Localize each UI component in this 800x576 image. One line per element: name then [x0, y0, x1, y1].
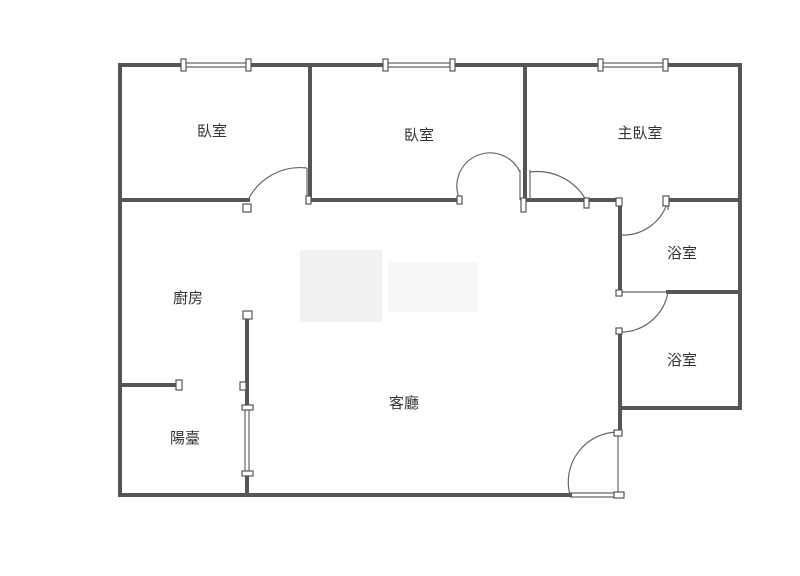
room-label-kitchen: 廚房 — [173, 289, 203, 307]
watermark-logo — [300, 250, 478, 322]
room-label-bedroom-middle: 臥室 — [404, 126, 434, 144]
room-label-living-room: 客廳 — [389, 394, 419, 412]
room-label-bathroom-upper: 浴室 — [667, 244, 697, 262]
doors — [175, 152, 670, 499]
interior-walls — [118, 63, 742, 497]
room-label-bathroom-lower: 浴室 — [667, 351, 697, 369]
exterior-walls — [118, 63, 742, 497]
room-label-bedroom-left: 臥室 — [197, 122, 227, 140]
windows — [180, 58, 669, 72]
room-label-master-bedroom: 主臥室 — [617, 124, 662, 142]
room-label-balcony: 陽臺 — [170, 429, 200, 447]
